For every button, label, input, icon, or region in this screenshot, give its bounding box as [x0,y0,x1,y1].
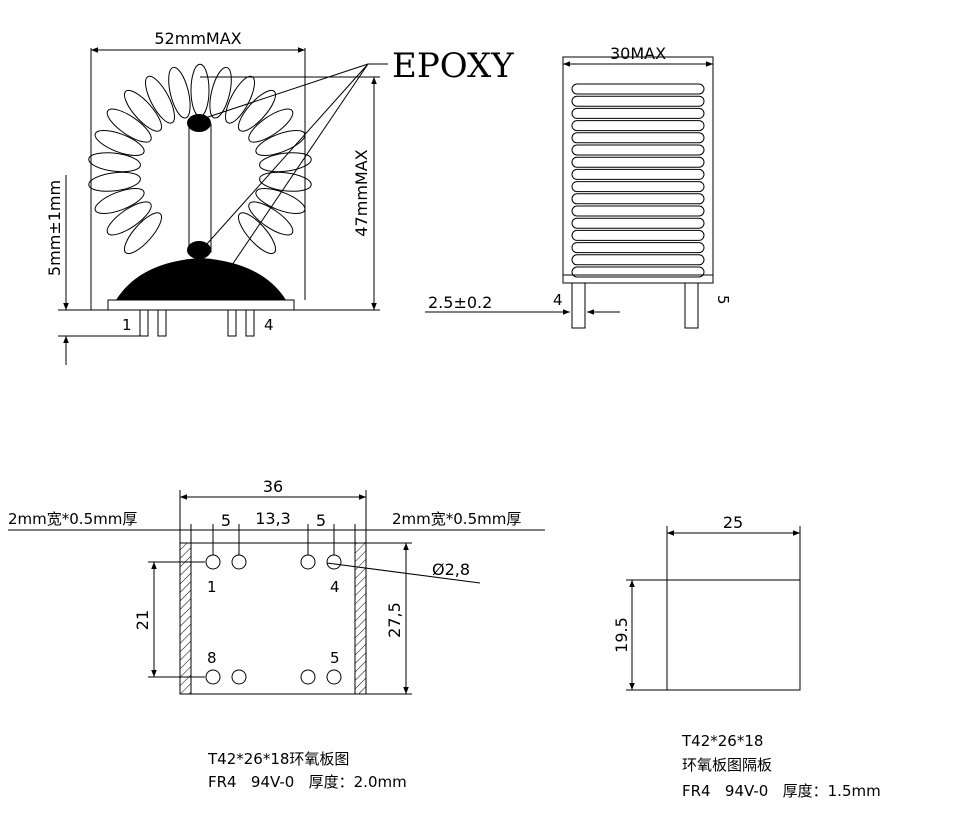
center-post [188,123,212,253]
epoxy-board-view: 1 4 8 5 36 5 13,3 5 2mm宽*0.5mm厚 2mm宽*0.5… [8,477,545,791]
epoxy-leader [229,63,369,269]
side-winding-turn [571,242,705,254]
left-spacing-label: 5 [221,511,231,530]
side-winding-turn [571,144,705,156]
spacer-view: 25 19.5 T42*26*18 环氧板图隔板 FR4 94V-0 厚度：1.… [612,513,881,800]
side-winding-turn [571,120,705,132]
winding-turn [94,188,145,214]
pin-label-1: 1 [207,578,217,596]
winding-turn [190,63,210,117]
pin [684,282,699,329]
winding-turn [238,212,276,255]
winding-turn [88,152,141,173]
side-winding-turn [571,181,705,193]
winding-turn [106,201,152,236]
right-spacing-label: 5 [316,511,326,530]
toroid-front-view: 1 4 52mmMAX 47mmMAX 5mm±1mm EPOXY [45,29,514,365]
hole [231,669,247,685]
side-windings [571,83,705,278]
side-winding-turn [571,205,705,217]
pin-label-1: 1 [122,316,132,334]
board-caption-line1: T42*26*18环氧板图 [207,750,349,768]
pin [157,309,167,337]
epoxy-blob-top [187,114,211,132]
hole [205,669,221,685]
mid-spacing-label: 13,3 [255,509,291,528]
side-winding-turn [571,217,705,229]
hole [300,554,316,570]
right-strip [354,542,367,695]
width-label: 52mmMAX [154,29,241,48]
standoff-label: 5mm±1mm [45,180,64,276]
epoxy-base [116,258,286,300]
side-winding-turn [571,254,705,266]
winding-turn [259,171,312,192]
winding-turn [248,201,294,236]
side-width-label: 30MAX [610,44,666,63]
side-winding-turn [571,156,705,168]
board-width-label: 36 [263,477,283,496]
hole-diameter-label: Ø2,8 [432,560,470,579]
left-strip-note: 2mm宽*0.5mm厚 [8,510,137,528]
spacer-height-label: 19.5 [612,617,631,653]
height-label: 47mmMAX [352,149,371,236]
base-board [107,299,295,311]
side-pin-label-4: 4 [553,291,563,309]
pin-pitch-label: 2.5±0.2 [428,293,492,312]
pin [245,309,255,337]
side-winding-turn [571,229,705,241]
pin-label-4: 4 [264,316,274,334]
pin-label-4: 4 [330,578,340,596]
pin [227,309,237,337]
winding-turn [238,89,276,132]
side-winding-turn [571,107,705,119]
outer-height-label: 27,5 [385,602,404,638]
epoxy-leader [205,63,369,246]
epoxy-blob-bottom [187,241,211,259]
winding-turn [106,108,152,143]
winding-turn [94,130,145,156]
side-pin-label-5: 5 [714,295,732,305]
left-strip [179,542,192,695]
toroid-windings [88,63,312,255]
side-winding-turn [571,193,705,205]
side-base [562,274,714,284]
winding-turn [88,171,141,192]
spacer-caption-line2: 环氧板图隔板 [682,756,772,774]
side-view: 30MAX 2.5±0.2 4 5 [425,44,732,329]
side-winding-turn [571,168,705,180]
side-winding-turn [571,83,705,95]
spacer-outline [666,579,801,691]
spacer-caption-line1: T42*26*18 [681,732,763,750]
right-strip-note: 2mm宽*0.5mm厚 [392,510,521,528]
hole [326,669,342,685]
epoxy-leader [204,63,369,119]
hole [205,554,221,570]
winding-turn [145,75,175,124]
winding-turn [209,66,232,119]
winding-turn [248,108,294,143]
hole [300,669,316,685]
pin [139,309,149,337]
pin-label-5: 5 [330,649,340,667]
pin-label-8: 8 [207,649,217,667]
spacer-caption-line3: FR4 94V-0 厚度：1.5mm [682,782,881,800]
winding-turn [124,89,162,132]
winding-turn [168,66,191,119]
inner-height-label: 21 [133,610,152,630]
epoxy-label: EPOXY [392,46,514,86]
side-winding-turn [571,132,705,144]
pin [571,282,586,329]
hole [326,554,342,570]
winding-turn [124,212,162,255]
hole [231,554,247,570]
board-caption-line2: FR4 94V-0 厚度：2.0mm [208,773,407,791]
spacer-width-label: 25 [723,513,743,532]
side-winding-turn [571,95,705,107]
